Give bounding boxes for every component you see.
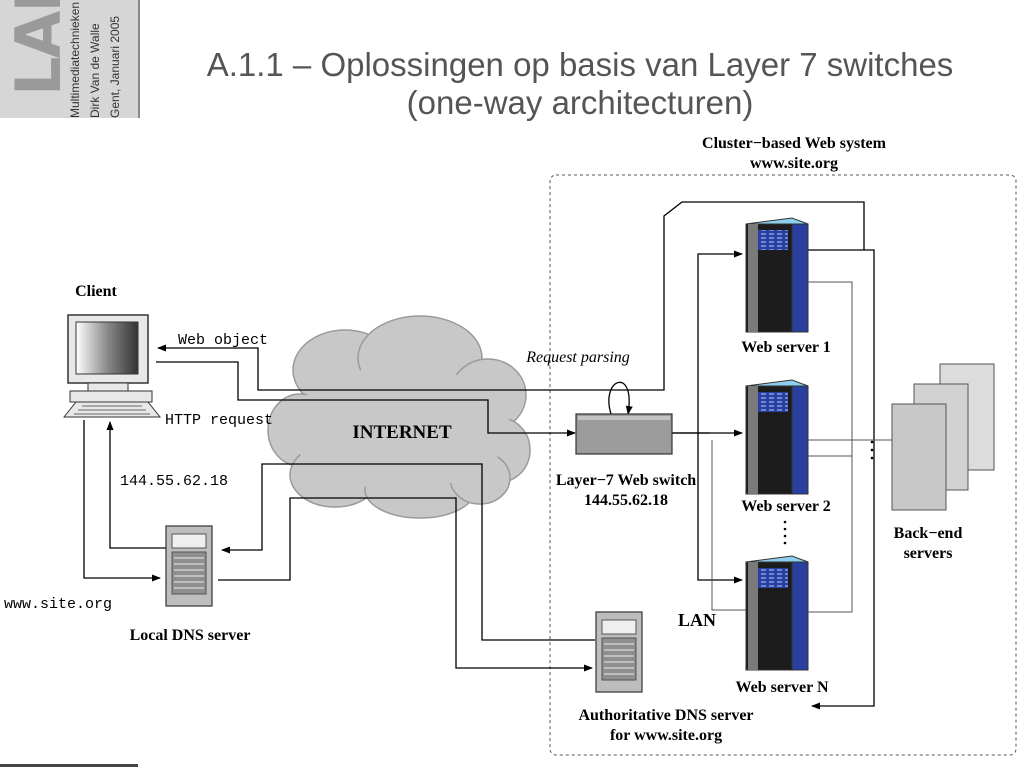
local-dns-label: Local DNS server xyxy=(130,627,251,644)
backend-servers-icon xyxy=(891,363,995,511)
cluster-title-line-2: www.site.org xyxy=(750,155,838,172)
client-ip-label: 144.55.62.18 xyxy=(120,473,228,490)
connector-lines xyxy=(83,201,875,710)
web-server-1-label: Web server 1 xyxy=(741,339,830,356)
auth-dns-label-line-1: Authoritative DNS server xyxy=(578,707,753,724)
web-object-label: Web object xyxy=(178,332,268,349)
backend-label-line-2: servers xyxy=(904,545,953,562)
web-object-path xyxy=(157,201,865,391)
slide-title: A.1.1 – Oplossingen op basis van Layer 7… xyxy=(160,46,1000,122)
switch-to-server-n xyxy=(697,433,743,584)
web-server-2-icon xyxy=(745,379,809,495)
lan-ellipsis xyxy=(870,440,874,460)
footer-line xyxy=(0,764,138,767)
switch-label-line-2: 144.55.62.18 xyxy=(584,492,668,509)
backend-label-line-1: Back−end xyxy=(894,525,963,542)
client-computer-icon xyxy=(62,314,162,418)
auth-dns-to-local-dns xyxy=(221,463,595,641)
internet-label: INTERNET xyxy=(352,422,452,443)
client-to-local-dns xyxy=(83,420,161,582)
cluster-title-line-1: Cluster−based Web system xyxy=(702,135,887,152)
layer7-switch-icon xyxy=(575,413,673,455)
server-ellipsis xyxy=(783,520,787,545)
http-request-label: HTTP request xyxy=(165,412,273,429)
site-label: www.site.org xyxy=(4,596,112,613)
local-dns-to-client xyxy=(106,421,166,549)
web-server-n-icon xyxy=(745,555,809,671)
title-line-2: (one-way architecturen) xyxy=(406,84,754,121)
web-server-2-label: Web server 2 xyxy=(741,498,830,515)
switch-to-server-1 xyxy=(672,250,743,434)
web-server-n-label: Web server N xyxy=(735,679,828,696)
lan-label: LAN xyxy=(678,610,716,630)
http-request-path xyxy=(156,361,576,437)
client-label: Client xyxy=(75,283,117,300)
lan-wiring xyxy=(711,281,892,613)
internet-cloud xyxy=(267,315,531,519)
web-server-1-icon xyxy=(745,217,809,333)
request-parsing-label: Request parsing xyxy=(525,349,630,366)
title-line-1: A.1.1 – Oplossingen op basis van Layer 7… xyxy=(206,46,954,83)
local-dns-server-icon xyxy=(165,525,213,607)
request-parsing-loop xyxy=(608,381,633,415)
server-n-return-arrow xyxy=(811,249,875,710)
local-dns-to-auth-dns xyxy=(218,497,593,672)
cluster-boundary xyxy=(549,174,1017,756)
logo-panel: LAB Multimediatechnieken Dirk Van de Wal… xyxy=(0,0,140,118)
switch-label-line-1: Layer−7 Web switch xyxy=(556,472,696,489)
auth-dns-server-icon xyxy=(595,611,643,693)
auth-dns-label-line-2: for www.site.org xyxy=(610,727,722,744)
